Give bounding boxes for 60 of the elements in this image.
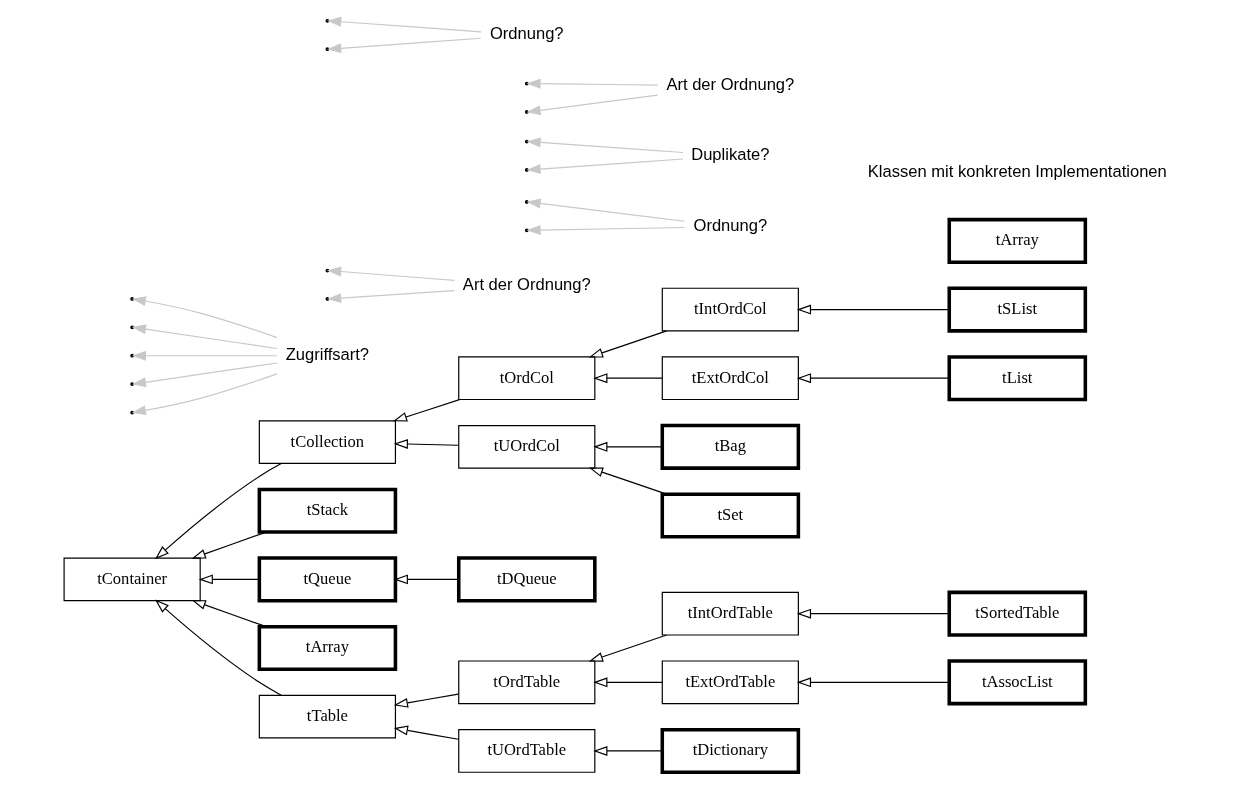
node-box: tExtOrdTable — [661, 659, 799, 704]
arrow — [592, 372, 663, 383]
node-box: tList — [946, 354, 1087, 401]
node-box: tDictionary — [660, 727, 800, 774]
arrow — [588, 466, 667, 495]
arrow — [326, 289, 455, 303]
arrow — [131, 295, 278, 338]
node-box: tOrdTable — [457, 659, 595, 704]
arrow — [393, 438, 459, 449]
arrow — [191, 531, 267, 559]
arrow — [592, 441, 663, 452]
node-box: tSList — [946, 286, 1087, 333]
arrow — [131, 323, 278, 349]
node-box: tDQueue — [456, 555, 597, 602]
arrow — [154, 599, 282, 696]
arrow — [393, 692, 459, 708]
node-text: Art der Ordnung? — [462, 274, 591, 294]
node-text: Zugriffsart? — [285, 344, 369, 364]
node-box: tContainer — [63, 557, 201, 601]
node-text: Ordnung? — [693, 215, 767, 235]
arrow — [198, 573, 260, 584]
node-text: Art der Ordnung? — [665, 74, 794, 94]
arrow — [154, 462, 282, 559]
arrow — [525, 224, 685, 235]
node-box: tSortedTable — [946, 590, 1087, 637]
node-box: tExtOrdCol — [661, 355, 799, 400]
node-text: Duplikate? — [690, 144, 769, 164]
arrow — [131, 361, 278, 387]
arrow — [588, 329, 667, 358]
arrow — [588, 633, 667, 662]
arrow — [526, 198, 685, 222]
node-box: tOrdCol — [457, 355, 595, 400]
arrow — [392, 398, 460, 422]
arrow — [191, 599, 267, 627]
arrow — [592, 676, 663, 687]
node-box: tAssocList — [946, 658, 1087, 705]
arrow — [796, 372, 950, 383]
node-box: tBag — [660, 423, 800, 470]
arrow — [525, 157, 684, 174]
node-box: tQueue — [257, 555, 397, 602]
arrow — [393, 725, 459, 740]
node-box: tIntOrdCol — [661, 287, 799, 331]
arrow — [326, 16, 481, 32]
node-box: tCollection — [258, 419, 396, 464]
node-box: tTable — [258, 694, 396, 739]
legend-label: Klassen mit konkreten Implementationen — [867, 161, 1167, 181]
arrow — [796, 676, 950, 687]
node-box: tStack — [257, 487, 397, 534]
arrow — [796, 304, 950, 315]
node-box: tSet — [660, 491, 800, 539]
node-box: tArray — [257, 624, 397, 671]
arrow — [592, 745, 663, 756]
node-box: tArray — [946, 217, 1087, 264]
arrow — [525, 94, 658, 115]
node-box: tUOrdCol — [457, 424, 595, 469]
arrow — [131, 350, 278, 361]
node-box: tUOrdTable — [457, 728, 595, 773]
arrow — [796, 608, 950, 619]
node-box: tIntOrdTable — [661, 591, 799, 636]
node-text: Ordnung? — [489, 23, 564, 43]
